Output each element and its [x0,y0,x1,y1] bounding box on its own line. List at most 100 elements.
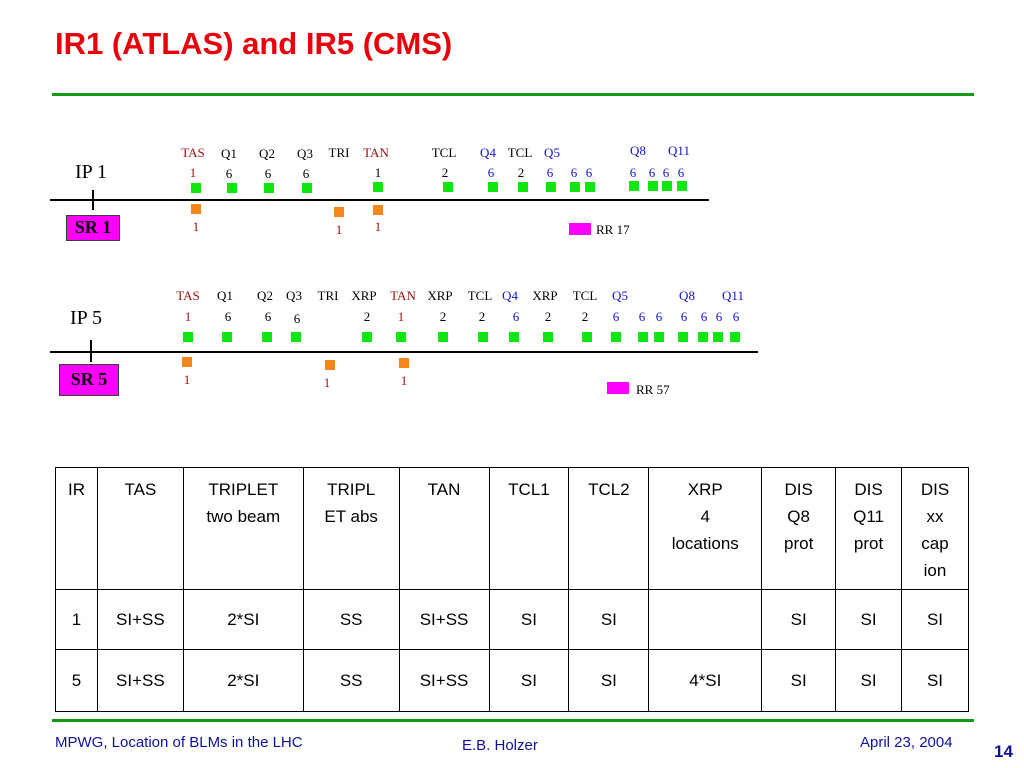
table-cell: SI [835,649,903,712]
ir5-orange-monitor [325,360,335,370]
ir5-label-q4: Q4 [502,288,518,303]
ir1-orange-monitor [334,207,344,217]
ir5-beam-monitor [678,332,688,342]
ir5-label-q1: Q1 [217,288,233,303]
ir5-label-q5: Q5 [612,288,628,303]
ir5-beam-monitor [478,332,488,342]
ir5-count: 6 [700,309,708,324]
ir1-count: 6 [629,165,637,180]
ir5-beam-monitor [713,332,723,342]
ir1-count: 6 [585,165,593,180]
ir1-beam-monitor [648,181,658,191]
table-cell: SI+SS [398,589,490,650]
ir1-beam-monitor [264,183,274,193]
col-xrp-header: XRP 4 locations [648,467,763,590]
ir5-beam-monitor [222,332,232,342]
table-cell: SI [761,589,837,650]
ir1-count: 6 [648,165,656,180]
ir5-count: 6 [680,309,688,324]
sr1-box[interactable]: SR 1 [66,215,120,241]
col-ir-header: IR [55,467,98,590]
ir1-beam-monitor [443,182,453,192]
ir1-count: 2 [441,165,449,180]
page-title: IR1 (ATLAS) and IR5 (CMS) [55,26,453,61]
ir1-orange-monitor [191,204,201,214]
col-dis-xx-header: DIS xx cap ion [901,467,969,590]
table-cell: 2*SI [182,649,304,712]
table-cell: SI [568,649,650,712]
sr5-box[interactable]: SR 5 [59,364,119,396]
rr17-marker [569,223,591,235]
ir5-label-q2: Q2 [257,288,273,303]
ir1-count: 1 [374,165,382,180]
ir1-label-q4: Q4 [480,145,496,160]
ir5-orange-monitor [399,358,409,368]
footer-rule [52,719,974,722]
footer-author: E.B. Holzer [462,737,538,754]
table-cell: SI [761,649,837,712]
ir5-orange-count: 1 [323,375,331,390]
ir5-label-tas: TAS [176,288,200,303]
ir1-orange-count: 1 [335,222,343,237]
ir5-count: 6 [224,309,232,324]
footer-left-text: MPWG, Location of BLMs in the LHC [55,734,303,751]
page-number: 14 [994,742,1013,761]
ir5-label-xrp-1: XRP [351,288,377,303]
ir1-label-tri: TRI [328,145,350,160]
table-cell: 4*SI [648,649,763,712]
ir5-count: 2 [581,309,589,324]
ir5-count: 2 [363,309,371,324]
ir1-beam-monitor [585,182,595,192]
ir5-beam-monitor [698,332,708,342]
table-cell: SI [835,589,903,650]
table-row: 5 SI+SS 2*SI SS SI+SS SI SI 4*SI SI SI S… [55,649,969,712]
table-cell: SS [302,589,400,650]
ir5-beam-monitor [396,332,406,342]
title-rule [52,93,974,96]
ir5-beam-monitor [438,332,448,342]
table-cell: SI+SS [398,649,490,712]
ir1-beam-monitor [227,183,237,193]
ir1-label-q8: Q8 [630,143,646,158]
ir1-beam-monitor [518,182,528,192]
ir5-label-xrp-2: XRP [427,288,453,303]
ir5-beam-monitor [362,332,372,342]
ir1-label-q11: Q11 [668,143,690,158]
table-cell [648,589,763,650]
ir5-beam-monitor [262,332,272,342]
ir5-count: 6 [264,309,272,324]
ir5-count: 6 [512,309,520,324]
ir5-diagram: IP 5 SR 5 TAS Q1 Q2 Q3 TRI XRP TAN XRP T… [50,288,758,397]
ir5-label-tcl-1: TCL [467,288,493,303]
table-cell: SI [901,589,969,650]
table-cell: SI+SS [96,589,184,650]
ir5-label-q11: Q11 [722,288,744,303]
table-cell: 1 [55,589,98,650]
table-header-row: IR TAS TRIPLET two beam TRIPL ET abs TAN… [55,467,969,590]
table-row: 1 SI+SS 2*SI SS SI+SS SI SI SI SI SI [55,589,969,650]
col-tcl1-header: TCL1 [488,467,570,590]
rr57-marker [607,382,629,394]
ir1-count: 6 [264,166,272,181]
ir1-label-q3: Q3 [297,146,313,161]
table-cell: SS [302,649,400,712]
ir1-label-tcl-1: TCL [431,145,457,160]
ir5-beam-monitor [611,332,621,342]
ir1-diagram: IP 1 SR 1 TAS Q1 Q2 Q3 TRI TAN TCL Q4 TC… [0,0,1024,260]
ir5-count: 6 [293,311,301,326]
table-cell: 2*SI [182,589,304,650]
ir1-beam-line [50,199,709,201]
ir1-count: 6 [662,165,670,180]
ir1-orange-count: 1 [374,219,382,234]
ir5-label-tri: TRI [317,288,339,303]
ir1-count: 1 [189,165,197,180]
ir1-count: 6 [570,165,578,180]
ir1-count: 2 [517,165,525,180]
ir5-count: 2 [478,309,486,324]
ir5-count: 2 [439,309,447,324]
ir1-count: 6 [487,165,495,180]
ir5-beam-monitor [654,332,664,342]
ir1-count: 6 [225,166,233,181]
ir1-beam-monitor [302,183,312,193]
col-tan-header: TAN [398,467,490,590]
